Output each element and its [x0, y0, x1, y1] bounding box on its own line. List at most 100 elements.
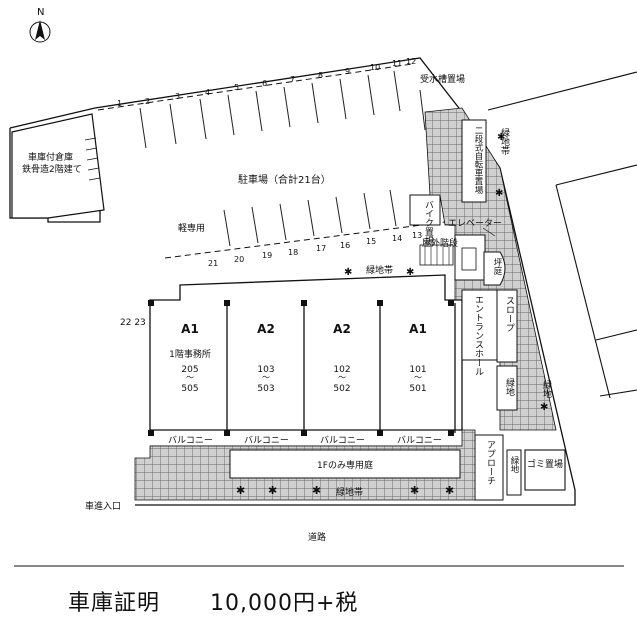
- svg-text:101: 101: [409, 365, 426, 375]
- garbage-label: ゴミ置場: [527, 458, 563, 470]
- svg-text:20: 20: [234, 255, 244, 264]
- svg-text:7: 7: [290, 75, 295, 84]
- slope: スロープ: [496, 289, 518, 363]
- svg-text:3: 3: [175, 92, 180, 101]
- svg-text:4: 4: [205, 88, 210, 97]
- tree-icon: ✱: [410, 484, 419, 497]
- greenbelt-top-right-label: 緑地帯: [499, 127, 510, 156]
- greenbelt-mid-label: 緑地帯: [366, 264, 393, 276]
- unit-1: A1 1階事務所 205 〜 505: [169, 322, 211, 394]
- svg-text:8: 8: [318, 71, 323, 80]
- svg-text:緑地帯: 緑地帯: [336, 486, 363, 498]
- greenbelt-mid: ✱ 緑地帯 ✱: [344, 264, 414, 278]
- tree-icon: ✱: [312, 484, 321, 497]
- svg-text:1: 1: [117, 99, 122, 108]
- svg-text:18: 18: [288, 248, 298, 257]
- neighbor-lines: [487, 71, 637, 399]
- svg-text:スロープ: スロープ: [504, 296, 514, 332]
- svg-text:アプローチ: アプローチ: [485, 440, 496, 485]
- svg-text:緑地: 緑地: [509, 455, 519, 473]
- building: [148, 274, 463, 436]
- svg-text:緑地: 緑地: [541, 379, 552, 398]
- svg-text:503: 503: [257, 384, 274, 394]
- svg-text:バルコニー: バルコニー: [320, 435, 365, 446]
- caption-title: 車庫証明: [68, 591, 161, 616]
- balconies: バルコニー バルコニー バルコニー バルコニー: [150, 435, 462, 447]
- svg-text:〜: 〜: [414, 373, 422, 382]
- svg-text:〜: 〜: [338, 373, 346, 382]
- garage: 車庫付倉庫 鉄骨造2階建て: [11, 113, 105, 219]
- svg-text:103: 103: [257, 365, 274, 375]
- elevator-area: エレベーター 屋外階段: [419, 218, 502, 281]
- north-label: N: [37, 7, 44, 18]
- svg-text:17: 17: [316, 244, 326, 253]
- bicycle-rack: 二段式自転車置場: [461, 119, 487, 203]
- road-label: 道路: [308, 531, 326, 543]
- handwritten-left: 22 23: [120, 318, 146, 328]
- svg-text:205: 205: [181, 365, 198, 375]
- svg-text:19: 19: [262, 251, 272, 260]
- approach: アプローチ: [474, 434, 504, 501]
- entrance-hall: エントランスホール: [461, 289, 498, 376]
- tree-icon: ✱: [445, 484, 454, 497]
- svg-text:21: 21: [208, 259, 218, 268]
- svg-text:15: 15: [366, 237, 376, 246]
- tsubo-garden: 坪庭: [483, 251, 506, 286]
- tree-icon: ✱: [497, 132, 505, 143]
- caption-price: 10,000円+税: [210, 591, 359, 616]
- svg-text:バルコニー: バルコニー: [397, 435, 442, 446]
- svg-text:〜: 〜: [262, 373, 270, 382]
- tree-icon: ✱: [495, 188, 503, 199]
- svg-text:バルコニー: バルコニー: [244, 435, 289, 446]
- svg-text:A2: A2: [333, 322, 351, 336]
- elevator-label: エレベーター: [448, 218, 502, 229]
- green-area-2: 緑地 ✱: [540, 379, 552, 413]
- handwritten-numbers-top: 1 2 3 4 5 6 7 8 9 10 11 12: [117, 57, 416, 108]
- svg-text:9: 9: [345, 67, 350, 76]
- svg-text:505: 505: [181, 384, 198, 394]
- bike-parking-label: バイク置場: [423, 200, 434, 246]
- parking-certificate-caption: 車庫証明 10,000円+税: [68, 585, 358, 617]
- north-arrow-icon: N: [29, 7, 51, 43]
- tsubo-garden-label: 坪庭: [492, 258, 502, 276]
- car-entrance-label: 車進入口: [85, 500, 121, 512]
- svg-text:102: 102: [333, 365, 350, 375]
- paved-area-bottom: 1Fのみ専用庭: [134, 429, 476, 501]
- unit-2: A2 103 〜 503: [257, 322, 275, 394]
- svg-text:14: 14: [392, 234, 402, 243]
- bicycle-rack-label: 二段式自転車置場: [473, 126, 483, 195]
- svg-text:2: 2: [145, 97, 150, 106]
- light-car-label: 軽専用: [178, 222, 205, 234]
- svg-text:エントランスホール: エントランスホール: [473, 295, 484, 376]
- svg-text:6: 6: [262, 79, 267, 88]
- svg-text:〜: 〜: [186, 373, 194, 382]
- bike-parking: バイク置場: [409, 194, 441, 246]
- parking-label: 駐車場（合計21台）: [238, 173, 331, 186]
- tree-icon: ✱: [344, 267, 352, 278]
- svg-text:11: 11: [392, 59, 402, 68]
- svg-text:502: 502: [333, 384, 350, 394]
- garbage-area: ゴミ置場: [524, 449, 566, 491]
- svg-text:緑地: 緑地: [504, 377, 515, 396]
- svg-text:1階事務所: 1階事務所: [169, 348, 211, 360]
- svg-text:12: 12: [406, 57, 416, 66]
- svg-text:A1: A1: [409, 322, 427, 336]
- svg-text:10: 10: [370, 63, 380, 72]
- water-tank-label: 受水槽置場: [420, 73, 465, 85]
- tree-icon: ✱: [268, 484, 277, 497]
- private-garden-label: 1Fのみ専用庭: [317, 459, 373, 471]
- handwritten-numbers-bottom: 21 20 19 18 17 16 15 14 13: [208, 231, 422, 268]
- greenbelt-bottom: ✱ ✱ ✱ 緑地帯 ✱ ✱: [236, 484, 454, 498]
- svg-text:5: 5: [234, 83, 239, 92]
- tree-icon: ✱: [540, 402, 548, 413]
- unit-3: A2 102 〜 502: [333, 322, 351, 394]
- parking-lot: 駐車場（合計21台） 軽専用 1 2 3 4 5 6 7 8 9 10 11 1…: [97, 57, 450, 275]
- svg-text:A1: A1: [181, 322, 199, 336]
- svg-text:バルコニー: バルコニー: [168, 435, 213, 446]
- unit-4: A1 101 〜 501: [409, 322, 427, 394]
- garage-label-2: 鉄骨造2階建て: [22, 163, 82, 175]
- svg-text:13: 13: [412, 231, 422, 240]
- tree-icon: ✱: [236, 484, 245, 497]
- svg-text:A2: A2: [257, 322, 275, 336]
- green-area-1: 緑地: [496, 365, 518, 411]
